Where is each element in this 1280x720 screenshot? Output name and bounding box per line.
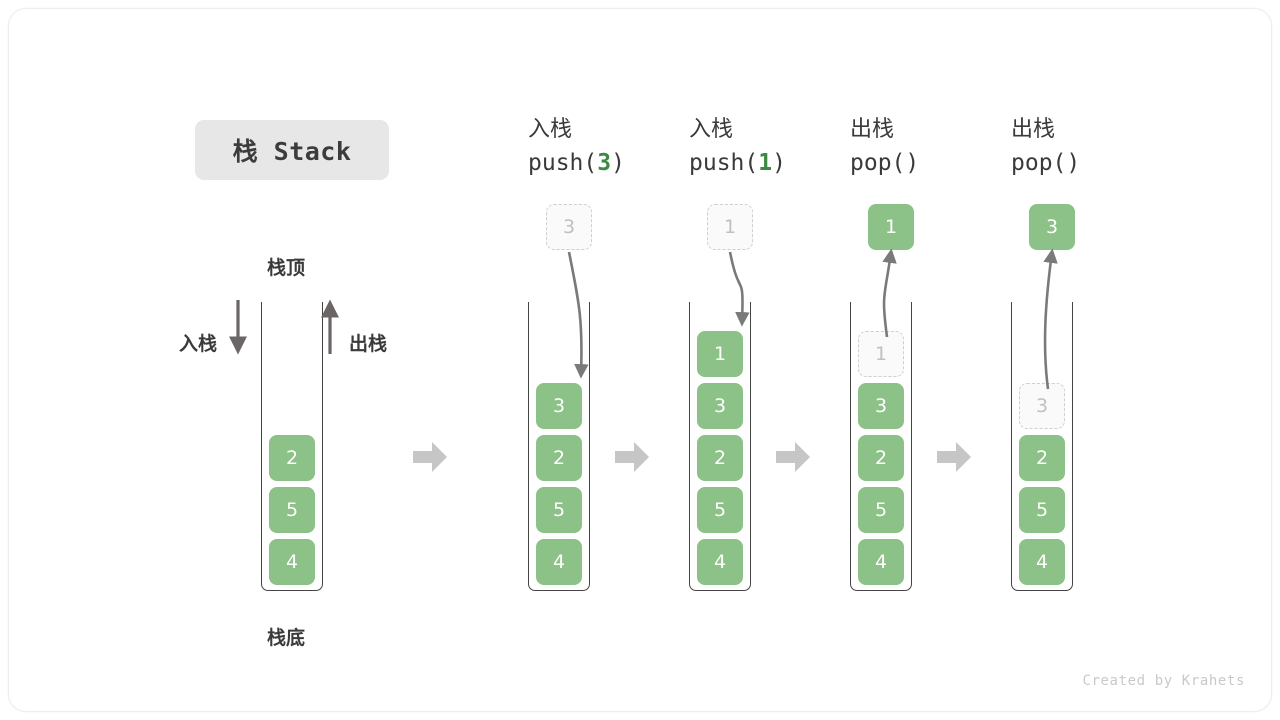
stack-cell-pop-3: 2	[1019, 435, 1065, 481]
cell-value: 2	[285, 447, 299, 469]
code-suffix: )	[905, 150, 920, 176]
step-code-label: pop()	[1011, 146, 1211, 180]
push-side-label: 入栈	[179, 333, 218, 355]
floating-element-pop-3: 3	[1029, 204, 1075, 250]
floating-element-pop-1: 1	[868, 204, 914, 250]
code-prefix: pop(	[850, 150, 906, 176]
stack-bottom-label: 栈底	[267, 627, 306, 649]
stack-cell-pop-1: 4	[858, 539, 904, 585]
code-prefix: push(	[689, 150, 759, 176]
step-separator-arrow	[937, 442, 971, 472]
step-header-push-1: 入栈 push(1)	[689, 114, 889, 180]
diagram-title-badge: 栈 Stack	[195, 120, 389, 180]
cell-value: 5	[1035, 499, 1049, 521]
code-argument: 3	[597, 150, 612, 176]
base-stack-cell: 5	[269, 487, 315, 533]
cell-value: 2	[1035, 447, 1049, 469]
step-header-pop-1: 出栈 pop()	[850, 114, 1050, 180]
cell-value: 4	[285, 551, 299, 573]
floating-element-push-3: 3	[546, 204, 592, 250]
stack-cell-push-1: 2	[697, 435, 743, 481]
stack-cell-push-1: 4	[697, 539, 743, 585]
stack-cell-push-3: 3	[536, 383, 582, 429]
step-code-label: pop()	[850, 146, 1050, 180]
code-suffix: )	[611, 150, 625, 176]
base-stack-container	[261, 302, 323, 591]
cell-value: 3	[1045, 216, 1059, 238]
cell-value: 4	[1035, 551, 1049, 573]
step-operation-label: 入栈	[689, 117, 734, 142]
stack-container-push-1	[689, 302, 751, 591]
cell-value: 4	[713, 551, 727, 573]
floating-element-push-1: 1	[707, 204, 753, 250]
cell-value: 5	[713, 499, 727, 521]
cell-value: 5	[552, 499, 566, 521]
stack-cell-pop-1: 5	[858, 487, 904, 533]
cell-value: 1	[713, 343, 727, 365]
cell-value: 1	[884, 216, 898, 238]
step-header-pop-3: 出栈 pop()	[1011, 114, 1211, 180]
cell-value: 2	[713, 447, 727, 469]
step-code-label: push(3)	[528, 146, 728, 180]
code-prefix: pop(	[1011, 150, 1067, 176]
page-title: 栈 Stack	[232, 137, 352, 166]
stack-cell-pop-3: 5	[1019, 487, 1065, 533]
stack-container-push-3	[528, 302, 590, 591]
base-stack-cell: 2	[269, 435, 315, 481]
step-operation-label: 入栈	[528, 117, 573, 142]
stack-top-label: 栈顶	[267, 257, 306, 279]
cell-value: 3	[552, 395, 566, 417]
stack-cell-push-3: 2	[536, 435, 582, 481]
stack-container-pop-3	[1011, 302, 1073, 591]
step-separator-arrow	[615, 442, 649, 472]
step-operation-label: 出栈	[1011, 117, 1056, 142]
code-suffix: )	[772, 150, 786, 176]
stack-cell-pop-3: 3	[1019, 383, 1065, 429]
cell-value: 1	[723, 216, 737, 238]
code-prefix: push(	[528, 150, 598, 176]
cell-value: 2	[874, 447, 888, 469]
stack-cell-pop-3: 4	[1019, 539, 1065, 585]
stack-cell-push-1: 1	[697, 331, 743, 377]
cell-value: 3	[713, 395, 727, 417]
cell-value: 2	[552, 447, 566, 469]
stack-cell-push-3: 4	[536, 539, 582, 585]
stack-container-pop-1	[850, 302, 912, 591]
cell-value: 3	[562, 216, 576, 238]
cell-value: 4	[874, 551, 888, 573]
code-argument: 1	[758, 150, 773, 176]
cell-value: 1	[874, 343, 888, 365]
stack-cell-push-1: 5	[697, 487, 743, 533]
pop-side-label: 出栈	[349, 333, 388, 355]
stack-cell-push-3: 5	[536, 487, 582, 533]
stack-cell-pop-1: 1	[858, 331, 904, 377]
cell-value: 4	[552, 551, 566, 573]
step-separator-arrow	[776, 442, 810, 472]
cell-value: 5	[285, 499, 299, 521]
stack-cell-pop-1: 2	[858, 435, 904, 481]
cell-value: 5	[874, 499, 888, 521]
step-header-push-3: 入栈 push(3)	[528, 114, 728, 180]
watermark-credit: Created by Krahets	[1082, 673, 1245, 689]
cell-value: 3	[1035, 395, 1049, 417]
stack-cell-pop-1: 3	[858, 383, 904, 429]
stack-cell-push-1: 3	[697, 383, 743, 429]
step-code-label: push(1)	[689, 146, 889, 180]
base-stack-cell: 4	[269, 539, 315, 585]
cell-value: 3	[874, 395, 888, 417]
code-suffix: )	[1066, 150, 1081, 176]
step-separator-arrow	[413, 442, 447, 472]
step-operation-label: 出栈	[850, 117, 895, 142]
